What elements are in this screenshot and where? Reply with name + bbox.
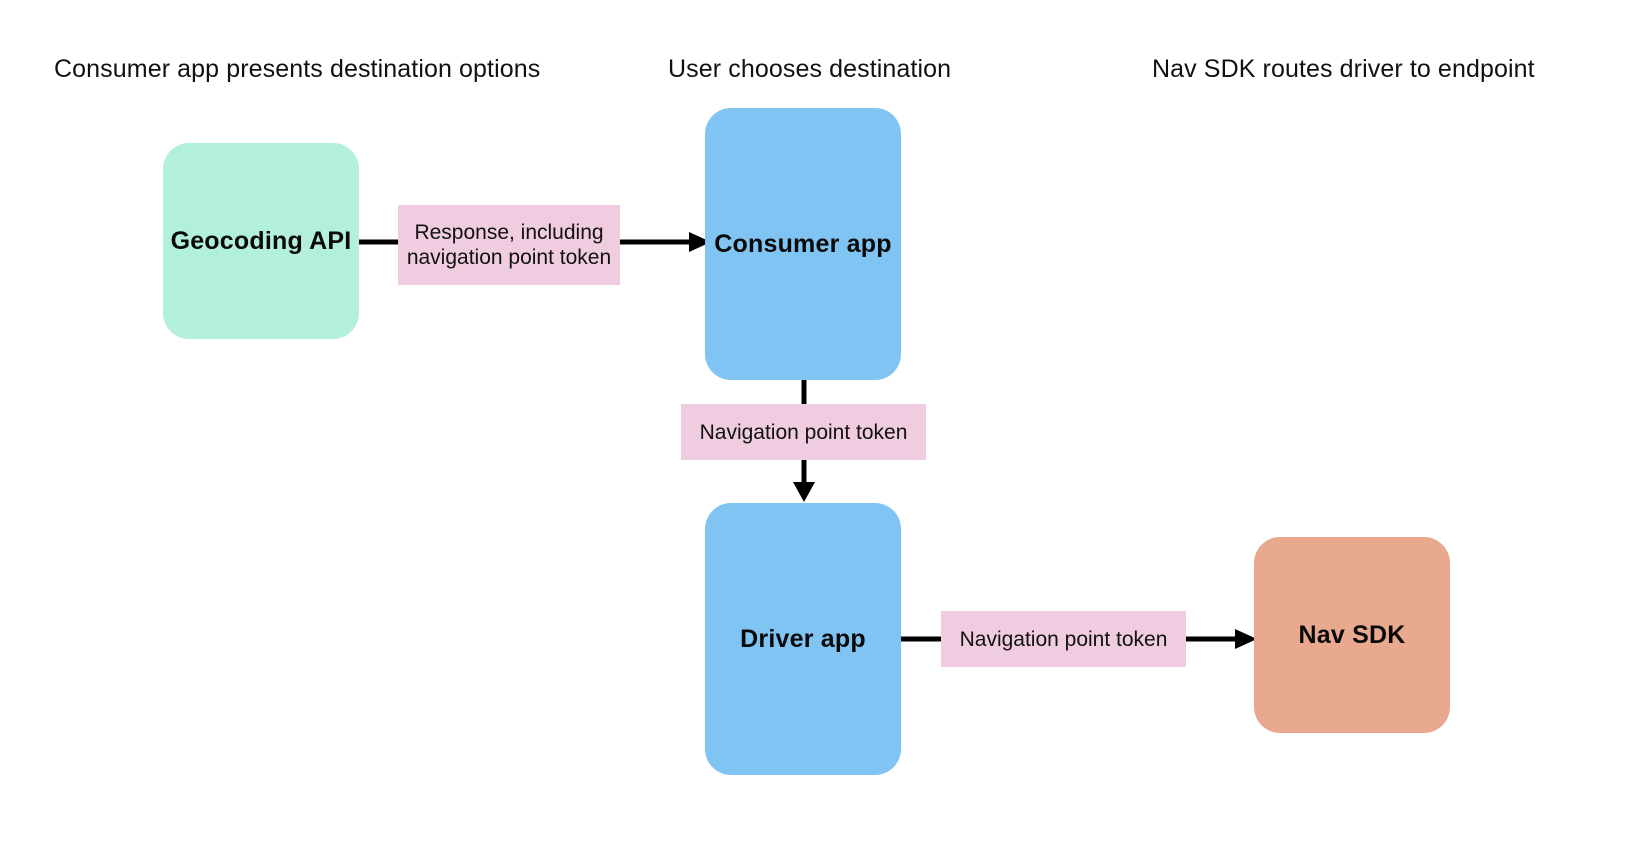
node-geocoding-api[interactable]: Geocoding API [163, 143, 359, 339]
column-header-nav-sdk-routes-driver: Nav SDK routes driver to endpoint [1152, 55, 1535, 83]
node-consumer-app-label: Consumer app [714, 230, 892, 258]
node-consumer-app[interactable]: Consumer app [705, 108, 901, 380]
edge-response-to-consumer-app-arrow [615, 230, 715, 254]
column-header-consumer-app-presents: Consumer app presents destination option… [54, 55, 541, 83]
edge-label-consumer-driver-text: Navigation point token [699, 420, 908, 444]
edge-label-navigation-point-token-consumer-driver: Navigation point token [681, 404, 926, 460]
node-nav-sdk[interactable]: Nav SDK [1254, 537, 1450, 733]
column-header-user-chooses-destination: User chooses destination [668, 55, 952, 83]
node-driver-app-label: Driver app [740, 625, 866, 653]
edge-token-label-to-nav-sdk-arrow [1181, 627, 1261, 651]
edge-label-response-including-navigation-point-token: Response, including navigation point tok… [398, 205, 620, 285]
edge-driver-app-to-token-label [897, 633, 947, 645]
edge-label-navigation-point-token-driver-navsdk: Navigation point token [941, 611, 1186, 667]
node-driver-app[interactable]: Driver app [705, 503, 901, 775]
edge-label-response-text: Response, including navigation point tok… [406, 221, 612, 269]
edge-label-driver-navsdk-text: Navigation point token [959, 627, 1168, 651]
node-geocoding-api-label: Geocoding API [170, 227, 352, 255]
node-nav-sdk-label: Nav SDK [1298, 621, 1406, 649]
